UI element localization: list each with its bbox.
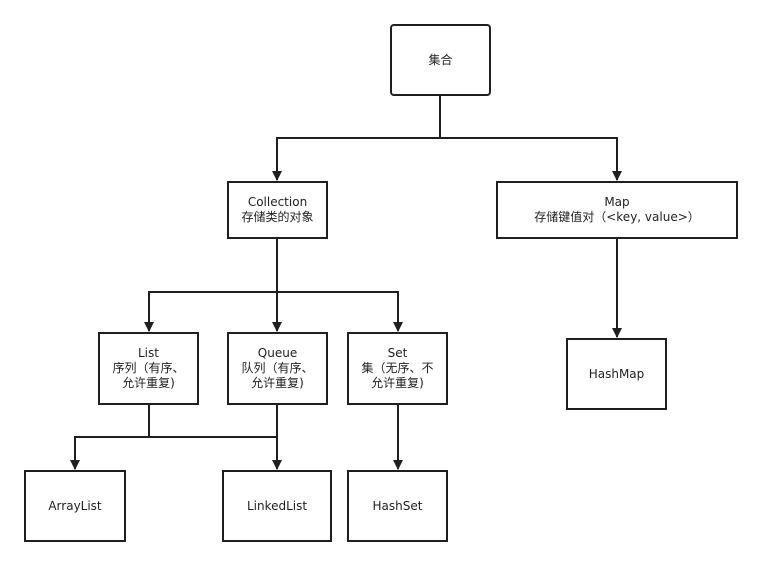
node-set-line-1: Set [387,346,408,360]
node-map-line-1: Map [604,195,630,209]
node-set-line-3: 允许重复) [371,376,424,390]
node-list-line-1: List [138,346,159,360]
node-collection-line-1: Collection [247,195,308,209]
node-hashmap-line-1: HashMap [588,366,645,381]
node-list-line-3: 允许重复) [122,376,175,390]
node-collection: Collection 存储类的对象 [227,181,328,239]
node-queue: Queue 队列（有序、 允许重复) [227,332,328,405]
node-arraylist: ArrayList [24,470,126,542]
node-set-line-2: 集（无序、不 [361,361,434,375]
node-map: Map 存储键值对（<key, value>） [496,181,738,239]
node-linkedlist-line-1: LinkedList [246,498,308,513]
node-queue-line-1: Queue [257,346,298,360]
edge-root-map [440,137,622,181]
edge-collection-set [277,291,403,332]
node-root-line-1: 集合 [428,52,453,67]
node-set: Set 集（无序、不 允许重复) [347,332,448,405]
node-root: 集合 [390,24,491,96]
node-hashmap: HashMap [566,338,667,410]
node-map-line-2: 存储键值对（<key, value>） [534,210,700,224]
node-hashset-line-1: HashSet [372,498,423,513]
node-list-line-2: 序列（有序、 [112,361,185,375]
node-linkedlist: LinkedList [222,470,332,542]
node-arraylist-line-1: ArrayList [48,498,102,513]
node-hashset: HashSet [347,470,448,542]
node-list: List 序列（有序、 允许重复) [98,332,199,405]
edge-root-collection [272,96,441,181]
edge-list-arraylist [70,405,150,470]
node-collection-line-2: 存储类的对象 [241,210,314,224]
edge-collection-list [144,239,278,332]
node-queue-line-3: 允许重复) [251,376,304,390]
node-queue-line-2: 队列（有序、 [241,361,314,375]
